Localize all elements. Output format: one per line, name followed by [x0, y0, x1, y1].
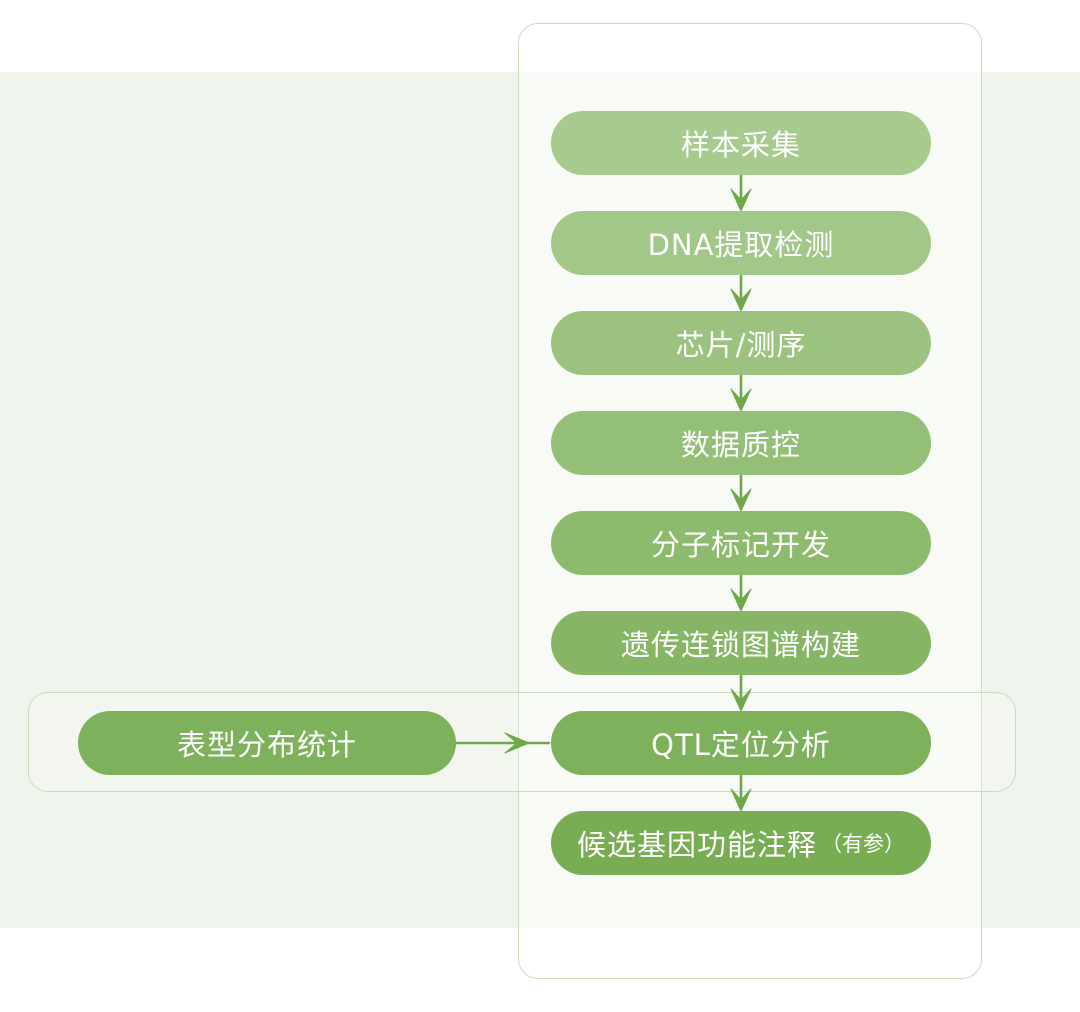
arrow-down-head-5: [730, 588, 752, 612]
side-input-label: 表型分布统计: [176, 728, 357, 762]
step-gene-annotation: 候选基因功能注释（有参）: [551, 811, 931, 875]
side-arrow-head: [504, 732, 530, 754]
arrow-down-head-7: [730, 788, 752, 812]
arrow-down-head-1: [730, 188, 752, 212]
step-note: （有参）: [821, 832, 905, 856]
arrow-down-head-3: [730, 388, 752, 412]
phenotype-statistics-node: 表型分布统计: [78, 711, 456, 775]
step-label: 数据质控: [680, 428, 801, 462]
step-label: QTL定位分析: [651, 728, 831, 762]
step-label: 遗传连锁图谱构建: [620, 628, 861, 662]
step-linkage-map: 遗传连锁图谱构建: [551, 611, 931, 675]
step-label: 候选基因功能注释: [576, 828, 817, 862]
step-label: 样本采集: [680, 128, 801, 162]
step-qtl-mapping: QTL定位分析: [551, 711, 931, 775]
step-data-qc: 数据质控: [551, 411, 931, 475]
step-label: 分子标记开发: [650, 528, 831, 562]
step-label: 芯片/测序: [675, 328, 807, 362]
step-label: DNA提取检测: [647, 228, 835, 262]
step-sample-collection: 样本采集: [551, 111, 931, 175]
step-chip-sequencing: 芯片/测序: [551, 311, 931, 375]
step-dna-extraction: DNA提取检测: [551, 211, 931, 275]
arrow-down-head-2: [730, 288, 752, 312]
arrow-down-head-6: [730, 688, 752, 712]
arrow-down-head-4: [730, 488, 752, 512]
step-marker-development: 分子标记开发: [551, 511, 931, 575]
